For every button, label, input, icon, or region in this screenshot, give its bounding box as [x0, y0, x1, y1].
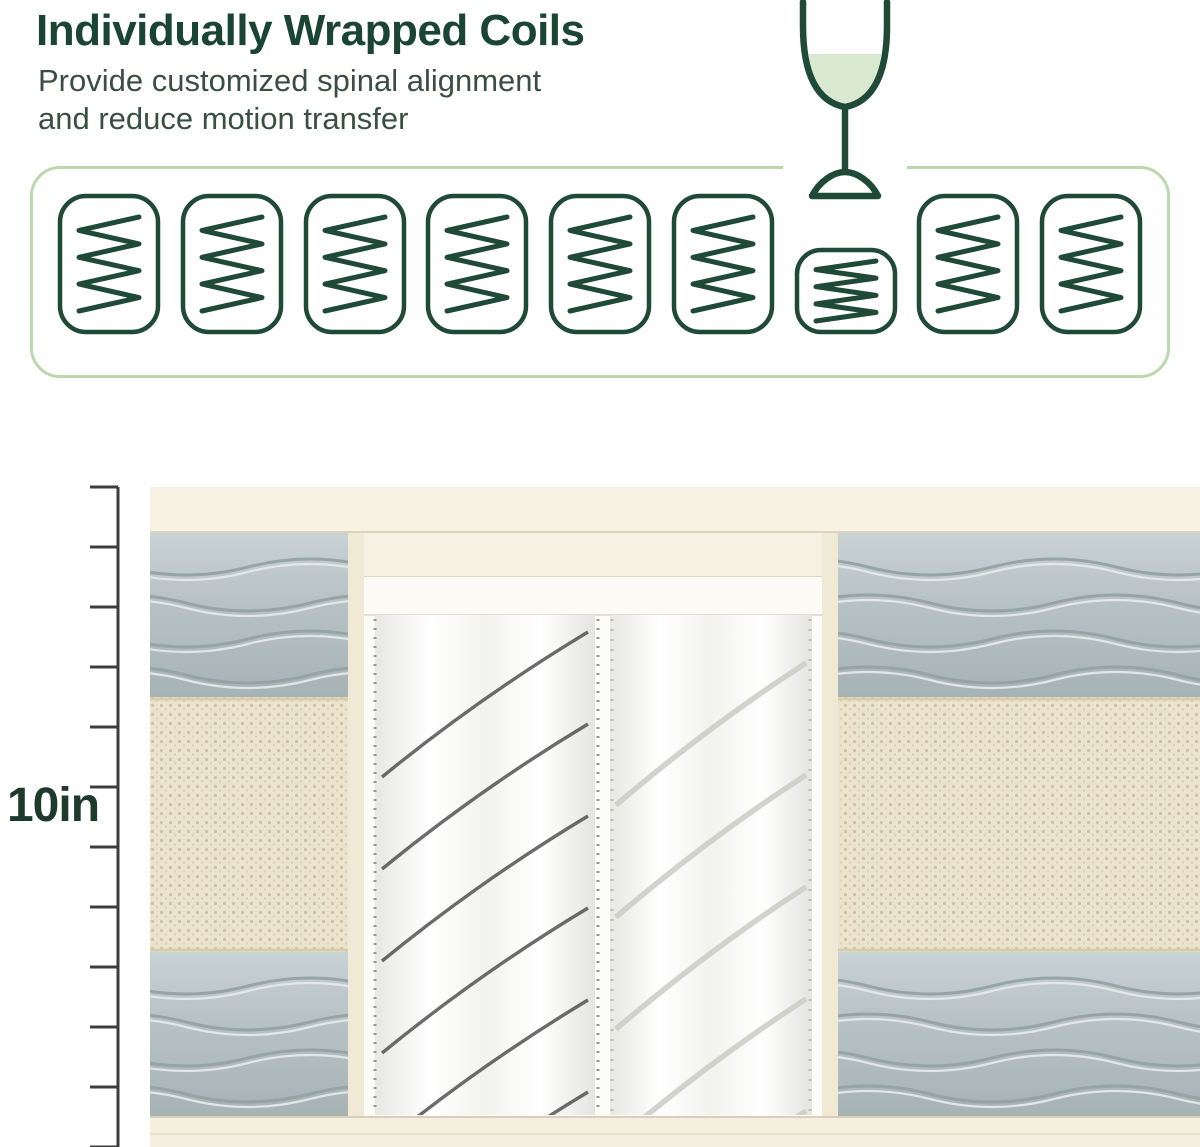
coil-slot	[180, 193, 284, 335]
coil-icon	[57, 193, 161, 335]
wine-glass-foot	[808, 168, 882, 200]
subheadline-line: Provide customized spinal alignment	[38, 63, 542, 98]
coil-wire-spiral-faint	[614, 660, 808, 1115]
coil-icon	[1039, 193, 1143, 335]
mattress-top-tape	[150, 487, 1200, 533]
coil-slot	[57, 193, 161, 335]
pocket-coil-window	[348, 533, 838, 1117]
headline: Individually Wrapped Coils	[36, 6, 585, 55]
mattress-bottom-tape	[150, 1117, 1200, 1147]
coil-slot	[425, 193, 529, 335]
coil-wire-spiral	[380, 630, 589, 1115]
coil-slot	[916, 193, 1020, 335]
coil-slot	[671, 193, 775, 335]
coil-diagram-frame	[30, 166, 1170, 378]
wine-glass-liquid	[809, 54, 881, 103]
mattress-cross-section	[150, 487, 1200, 1147]
coil-icon	[917, 193, 1020, 335]
foam-layer	[364, 577, 822, 615]
pocket-coil-left	[375, 615, 595, 1115]
pocket-coil-right	[610, 615, 812, 1115]
coil-icon	[548, 193, 652, 335]
coil-icon	[303, 193, 406, 335]
compressed-coil-slot	[794, 247, 898, 335]
coil-icon	[180, 193, 283, 335]
compressed-coil-icon	[794, 247, 897, 335]
subheadline: Provide customized spinal alignment and …	[38, 62, 541, 139]
coil-slot	[303, 193, 407, 335]
height-label: 10in	[6, 779, 100, 832]
coil-slot	[1039, 193, 1143, 335]
coil-icon	[426, 193, 529, 335]
height-ruler	[90, 485, 120, 1147]
wine-glass-icon	[799, 0, 891, 200]
coil-slot	[548, 193, 652, 335]
coil-icon	[671, 193, 774, 335]
subheadline-line: and reduce motion transfer	[38, 101, 409, 137]
